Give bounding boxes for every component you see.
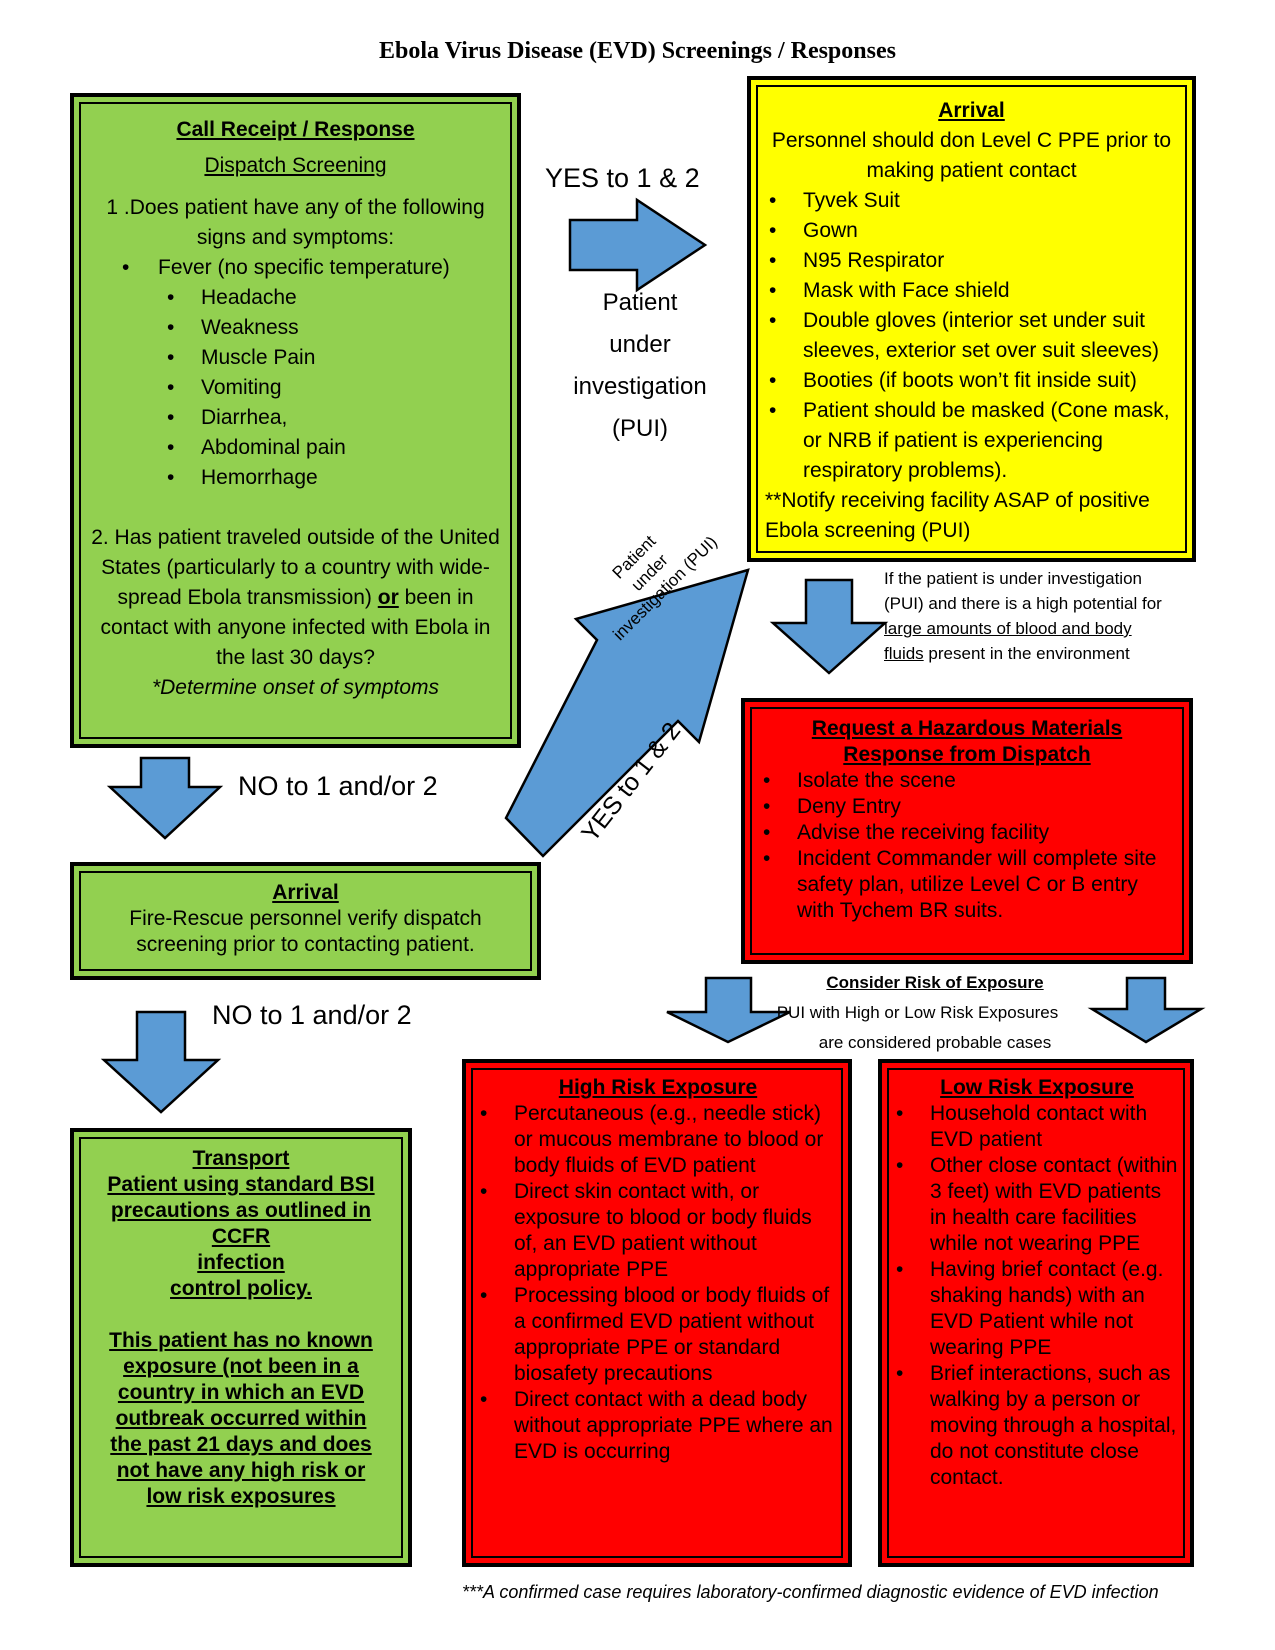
high-risk-box: High Risk Exposure Percutaneous (e.g., n… — [462, 1059, 852, 1567]
hazmat-item: Isolate the scene — [763, 768, 1175, 794]
call-receipt-box: Call Receipt / Response Dispatch Screeni… — [70, 93, 521, 748]
ppe-item: N95 Respirator — [769, 246, 1178, 276]
down-arrow-no-1 — [106, 756, 224, 840]
low-risk-item: Household contact with EVD patient — [896, 1101, 1180, 1153]
hazmat-item: Incident Commander will complete site sa… — [763, 846, 1175, 924]
down-arrow-high-risk — [666, 976, 791, 1044]
transport-note: This patient has no known exposure (not … — [109, 1329, 373, 1508]
arrival-ppe-box: Arrival Personnel should don Level C PPE… — [747, 76, 1196, 562]
onset-note: *Determine onset of symptoms — [151, 676, 440, 699]
high-risk-item: Direct skin contact with, or exposure to… — [480, 1179, 838, 1283]
yes-label-top: YES to 1 & 2 — [545, 163, 700, 193]
hazmat-heading-2: Response from Dispatch — [843, 743, 1091, 766]
down-arrow-low-risk — [1087, 976, 1206, 1044]
ppe-item: Mask with Face shield — [769, 276, 1178, 306]
notify-note: **Notify receiving facility ASAP of posi… — [765, 489, 1150, 542]
symptom-item: Muscle Pain — [167, 343, 503, 373]
no-label-1: NO to 1 and/or 2 — [238, 771, 438, 801]
arrival-heading: Arrival — [938, 99, 1005, 122]
page-title: Ebola Virus Disease (EVD) Screenings / R… — [379, 38, 896, 64]
high-risk-item: Percutaneous (e.g., needle stick) or muc… — [480, 1101, 838, 1179]
ppe-item: Booties (if boots won’t fit inside suit) — [769, 366, 1178, 396]
ppe-item: Gown — [769, 216, 1178, 246]
low-risk-item: Brief interactions, such as walking by a… — [896, 1361, 1180, 1491]
pui-note: If the patient is under investigation (P… — [884, 569, 1162, 663]
low-risk-item: Other close contact (within 3 feet) with… — [896, 1153, 1180, 1257]
symptom-item: Abdominal pain — [167, 433, 503, 463]
symptom-item: Weakness — [167, 313, 503, 343]
transport-heading: Transport — [192, 1147, 290, 1170]
symptom-item: Headache — [167, 283, 503, 313]
hazmat-list: Isolate the scene Deny Entry Advise the … — [759, 768, 1175, 924]
symptom-item: Vomiting — [167, 373, 503, 403]
down-arrow-pui — [769, 578, 889, 675]
bullet-icon: • — [122, 256, 130, 279]
arrival-verify-body: Fire-Rescue personnel verify dispatch sc… — [129, 907, 482, 956]
call-receipt-heading: Call Receipt / Response — [176, 118, 415, 141]
no-label-2: NO to 1 and/or 2 — [212, 1000, 412, 1030]
low-risk-item: Having brief contact (e.g. shaking hands… — [896, 1257, 1180, 1361]
footnote: ***A confirmed case requires laboratory-… — [462, 1582, 1159, 1602]
pui-label-top: Patient under investigation (PUI) — [573, 289, 707, 442]
risk-note: Consider Risk of Exposure PUI with High … — [760, 968, 1110, 1058]
transport-body: Patient using standard BSI precautions a… — [107, 1173, 375, 1300]
ppe-list: Tyvek Suit Gown N95 Respirator Mask with… — [765, 186, 1178, 486]
arrival-verify-box: Arrival Fire-Rescue personnel verify dis… — [70, 862, 541, 980]
question-1: 1 .Does patient have any of the followin… — [106, 196, 485, 249]
arrival-verify-heading: Arrival — [272, 881, 339, 904]
high-risk-item: Processing blood or body fluids of a con… — [480, 1283, 838, 1387]
hazmat-box: Request a Hazardous Materials Response f… — [741, 698, 1193, 964]
right-arrow — [568, 197, 708, 293]
fever-item: • Fever (no specific temperature) — [88, 253, 503, 283]
low-risk-box: Low Risk Exposure Household contact with… — [878, 1059, 1194, 1567]
question-2: 2. Has patient traveled outside of the U… — [91, 526, 500, 669]
low-risk-heading: Low Risk Exposure — [940, 1076, 1134, 1099]
hazmat-item: Deny Entry — [763, 794, 1175, 820]
high-risk-heading: High Risk Exposure — [558, 1076, 758, 1099]
symptom-item: Hemorrhage — [167, 463, 503, 493]
low-risk-list: Household contact with EVD patient Other… — [894, 1101, 1180, 1491]
down-arrow-no-2 — [100, 1010, 222, 1114]
hazmat-heading-1: Request a Hazardous Materials — [811, 717, 1123, 740]
dispatch-screening-subheading: Dispatch Screening — [204, 154, 387, 177]
ppe-item: Tyvek Suit — [769, 186, 1178, 216]
symptom-item: Diarrhea, — [167, 403, 503, 433]
risk-note-heading: Consider Risk of Exposure — [826, 973, 1044, 992]
ppe-intro: Personnel should don Level C PPE prior t… — [771, 129, 1172, 182]
transport-box: Transport Patient using standard BSI pre… — [70, 1128, 412, 1567]
ppe-item: Double gloves (interior set under suit s… — [769, 306, 1178, 366]
hazmat-item: Advise the receiving facility — [763, 820, 1175, 846]
high-risk-list: Percutaneous (e.g., needle stick) or muc… — [478, 1101, 838, 1465]
diagonal-arrow-yes — [504, 568, 750, 858]
symptom-list: Headache Weakness Muscle Pain Vomiting D… — [88, 283, 503, 493]
ppe-item: Patient should be masked (Cone mask, or … — [769, 396, 1178, 486]
high-risk-item: Direct contact with a dead body without … — [480, 1387, 838, 1465]
